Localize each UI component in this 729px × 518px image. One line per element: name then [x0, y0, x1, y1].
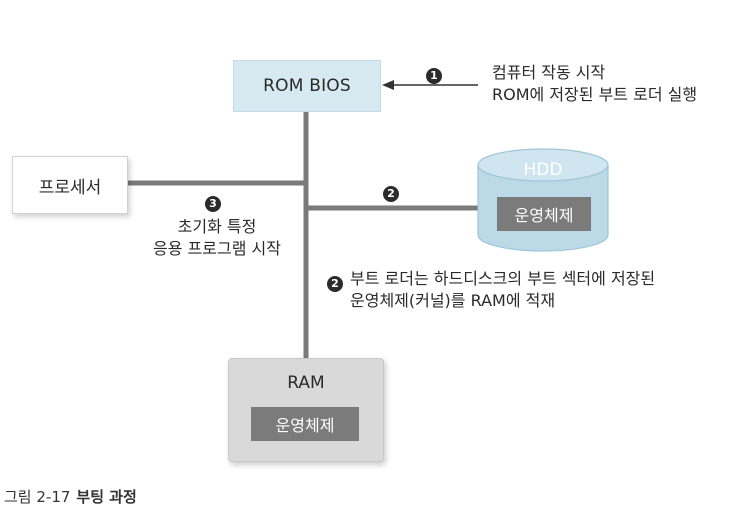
step3-marker-wrap: 3	[205, 192, 221, 212]
arrow-to-rom	[382, 80, 478, 90]
figure-number: 그림 2-17	[4, 488, 71, 506]
step2-note-marker: 2	[327, 275, 343, 292]
step1-line2: ROM에 저장된 부트 로더 실행	[492, 85, 698, 104]
rom-bios-box: ROM BIOS	[233, 60, 381, 112]
ram-box: RAM 운영체제	[228, 358, 384, 462]
figure-title: 부팅 과정	[76, 488, 137, 506]
step2-note-marker-wrap: 2	[327, 272, 343, 292]
step3-note: 초기화 특정 응용 프로그램 시작	[128, 216, 306, 260]
step2-note: 부트 로더는 하드디스크의 부트 섹터에 저장된 운영체제(커널)를 RAM에 …	[350, 268, 655, 312]
processor-box: 프로세서	[12, 156, 128, 214]
figure-caption: 그림 2-17 부팅 과정	[4, 486, 137, 507]
ram-label: RAM	[287, 373, 325, 393]
rom-bios-label: ROM BIOS	[263, 76, 351, 96]
step1-line1: 컴퓨터 작동 시작	[492, 63, 606, 82]
ram-os-box: 운영체제	[251, 407, 359, 441]
step3-line2: 응용 프로그램 시작	[153, 239, 281, 258]
bus-lines	[126, 110, 478, 360]
step2-marker: 2	[383, 185, 399, 202]
step2-note-line2: 운영체제(커널)를 RAM에 적재	[350, 291, 556, 310]
hdd-os-box: 운영체제	[497, 197, 591, 231]
step3-line1: 초기화 특정	[177, 217, 257, 236]
step3-marker: 3	[205, 195, 221, 212]
hdd-os-label: 운영체제	[514, 206, 574, 225]
step1-note: 컴퓨터 작동 시작 ROM에 저장된 부트 로더 실행	[492, 62, 697, 106]
ram-os-label: 운영체제	[275, 416, 335, 435]
processor-label: 프로세서	[38, 177, 102, 198]
step1-marker-wrap: 1	[426, 64, 442, 84]
step1-marker: 1	[426, 67, 442, 84]
hdd-label: HDD	[523, 160, 563, 180]
step2-marker-wrap: 2	[383, 182, 399, 202]
step2-note-line1: 부트 로더는 하드디스크의 부트 섹터에 저장된	[350, 269, 656, 288]
